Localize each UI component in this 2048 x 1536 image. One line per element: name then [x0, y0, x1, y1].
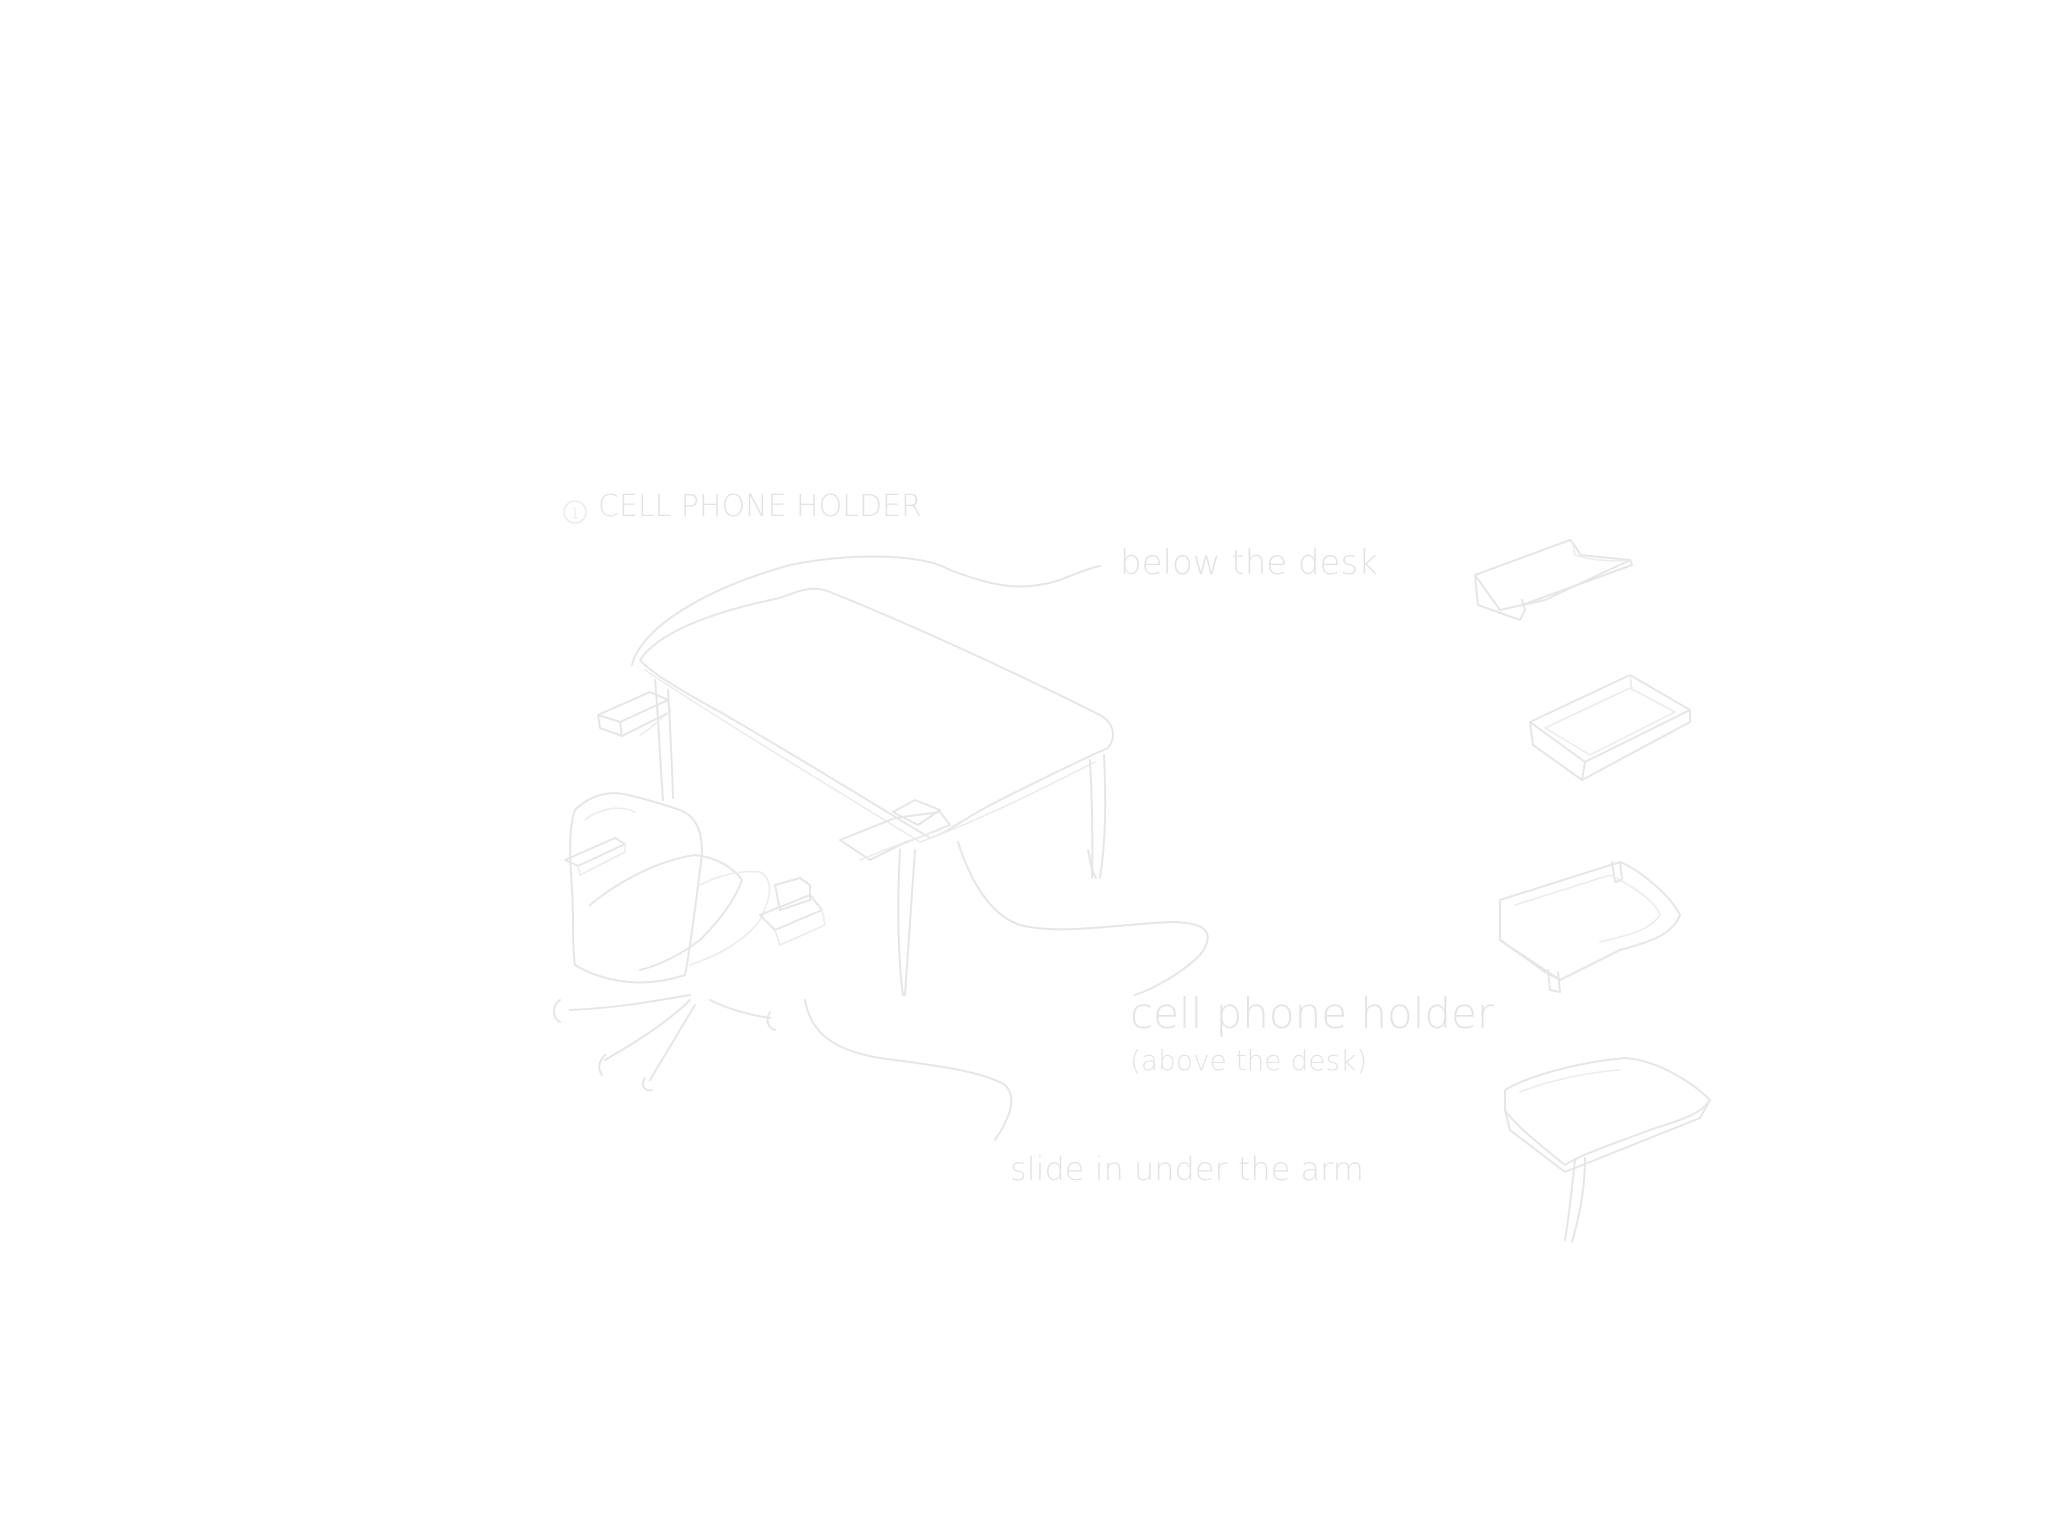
- title-text: CELL PHONE HOLDER: [598, 489, 922, 524]
- annotation-cell-phone-holder: cell phone holder: [1130, 989, 1495, 1038]
- leader-cell-phone-holder: [957, 841, 1209, 996]
- annotation-slide-in: slide in under the arm: [1010, 1150, 1364, 1188]
- holder-variant-3: [1499, 861, 1681, 993]
- holder-variant-2: [1529, 674, 1691, 781]
- holder-variant-1: [1474, 539, 1633, 621]
- leader-below-desk: [631, 555, 1101, 666]
- title-number: 1: [571, 506, 580, 522]
- desk-drawing: [597, 587, 1115, 996]
- annotation-above-desk: (above the desk): [1130, 1044, 1367, 1077]
- chair-drawing: [553, 792, 826, 1092]
- title-number-circle: [563, 500, 587, 524]
- sketch-title: 1 CELL PHONE HOLDER: [563, 489, 922, 524]
- holder-variant-4: [1504, 1057, 1711, 1243]
- annotation-below-desk: below the desk: [1120, 543, 1378, 583]
- leader-slide-in: [804, 999, 1013, 1141]
